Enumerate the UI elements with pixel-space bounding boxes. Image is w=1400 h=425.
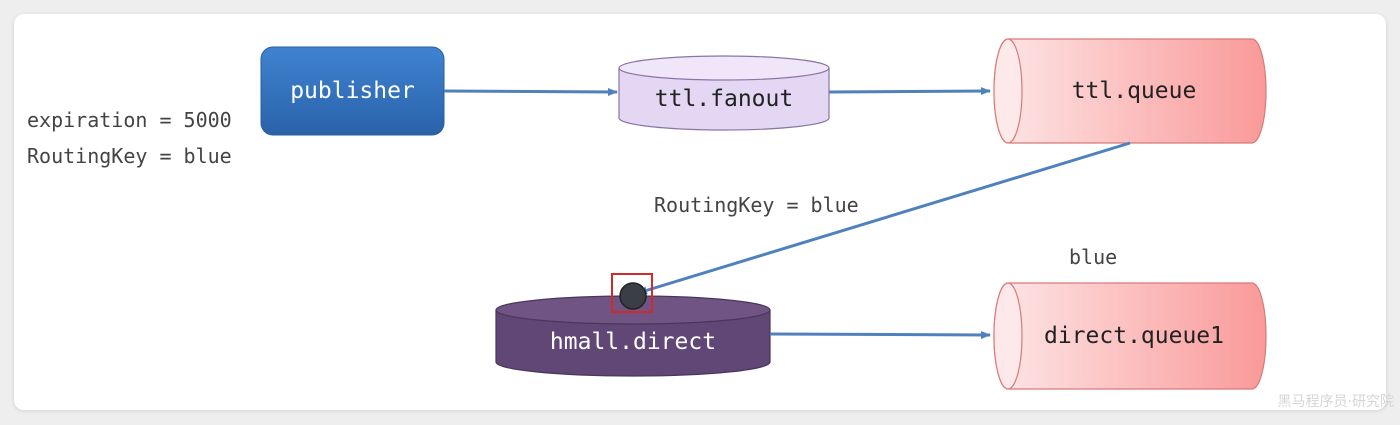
arrow-ttl-queue-to-direct <box>637 141 1131 295</box>
ttl-fanout-label: ttl.fanout <box>654 86 794 112</box>
routing-key-label-left: RoutingKey = blue <box>27 144 232 168</box>
direct-queue1-node <box>993 282 1267 390</box>
routing-key-label-mid: RoutingKey = blue <box>654 193 859 217</box>
arrow-direct-to-queue1 <box>769 330 991 339</box>
arrow-publisher-to-fanout <box>443 87 618 96</box>
highlight-box <box>611 273 653 313</box>
publisher-label: publisher <box>290 78 415 104</box>
hmall-direct-exchange <box>495 295 771 377</box>
binding-key-label: blue <box>1069 245 1118 269</box>
connection-handle[interactable] <box>611 273 653 313</box>
handle-knob-icon <box>619 282 647 310</box>
expiration-label: expiration = 5000 <box>27 108 232 132</box>
direct-queue1-label: direct.queue1 <box>1043 323 1224 349</box>
watermark: 黑马程序员·研究院 <box>1277 394 1394 410</box>
arrow-fanout-to-ttl-queue <box>828 87 991 96</box>
hmall-direct-label: hmall.direct <box>549 329 717 355</box>
ttl-queue-label: ttl.queue <box>1071 78 1197 104</box>
ttl-queue-node <box>993 38 1267 144</box>
ttl-fanout-exchange <box>618 55 830 131</box>
